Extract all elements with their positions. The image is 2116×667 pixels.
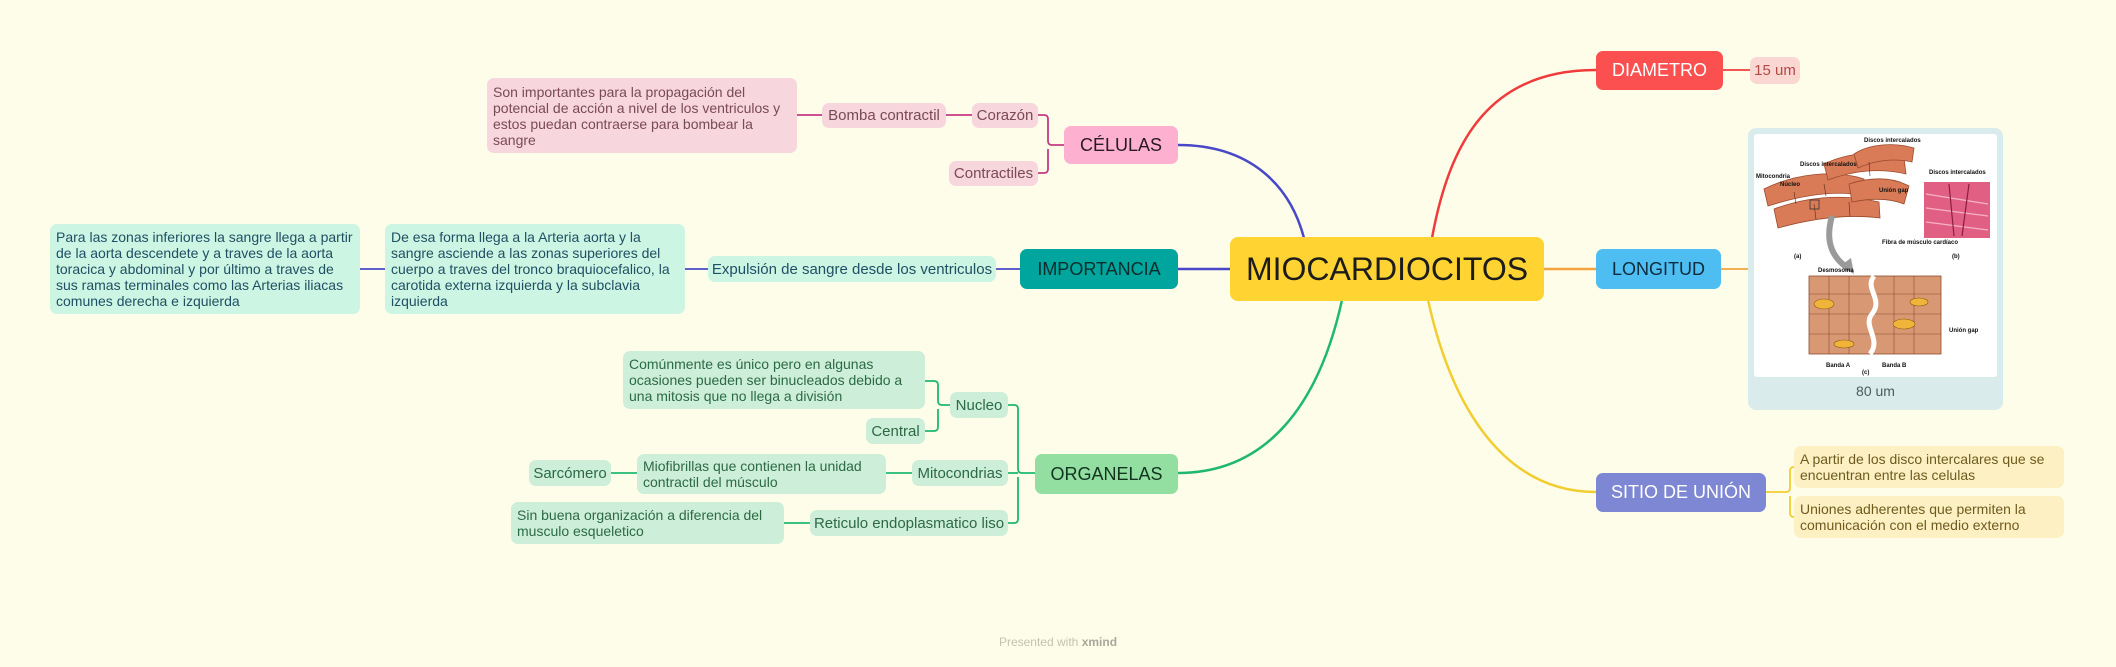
node-reticulo-desc[interactable]: Sin buena organización a diferencia del … [511, 502, 784, 544]
topic-sitio-union[interactable]: SITIO DE UNIÓN [1596, 473, 1766, 512]
cardiac-muscle-icon: Discos intercalados Discos intercalados … [1756, 138, 1990, 376]
topic-importancia[interactable]: IMPORTANCIA [1020, 249, 1178, 289]
node-central[interactable]: Central [866, 418, 925, 444]
label-nucleo: Núcleo [1780, 182, 1800, 188]
node-sitio-item1[interactable]: A partir de los disco intercalares que s… [1794, 446, 2064, 488]
node-mitocondrias[interactable]: Mitocondrias [912, 460, 1008, 486]
label-mitocondria: Mitocondria [1756, 174, 1791, 180]
cardiac-muscle-illustration: Discos intercalados Discos intercalados … [1754, 134, 1997, 377]
node-importancia-desc2[interactable]: Para las zonas inferiores la sangre lleg… [50, 224, 360, 314]
label-discos-mid: Discos intercalados [1800, 162, 1857, 168]
topic-diametro[interactable]: DIAMETRO [1596, 51, 1723, 90]
link-root-diametro [1430, 68, 1598, 240]
node-bomba-desc[interactable]: Son importantes para la propagación del … [487, 78, 797, 153]
footer-credit: Presented with xmind [0, 635, 2116, 649]
label-banda-a: Banda A [1826, 363, 1851, 369]
longitud-image-card[interactable]: Discos intercalados Discos intercalados … [1748, 128, 2003, 410]
topic-celulas[interactable]: CÉLULAS [1064, 126, 1178, 164]
node-contractiles[interactable]: Contractiles [949, 161, 1038, 186]
link-root-celulas [1176, 143, 1306, 240]
node-sarcomero[interactable]: Sarcómero [529, 460, 611, 486]
xmind-logo: xmind [1081, 635, 1118, 649]
label-c: (c) [1862, 370, 1869, 376]
footer-prefix: Presented with [998, 635, 1079, 649]
label-union-gap2: Unión gap [1949, 328, 1979, 334]
label-union-gap: Unión gap [1879, 188, 1909, 194]
root-topic[interactable]: MIOCARDIOCITOS [1230, 237, 1544, 301]
node-importancia-desc1[interactable]: De esa forma llega a la Arteria aorta y … [385, 224, 685, 314]
node-nucleo[interactable]: Nucleo [950, 392, 1008, 418]
label-fibra: Fibra de músculo cardíaco [1882, 240, 1958, 246]
label-b: (b) [1952, 254, 1960, 260]
label-banda-b: Banda B [1882, 363, 1907, 369]
node-expulsion[interactable]: Expulsión de sangre desde los ventriculo… [708, 256, 996, 282]
node-corazon[interactable]: Corazón [972, 103, 1038, 128]
label-a: (a) [1794, 254, 1801, 260]
node-sitio-item2[interactable]: Uniones adherentes que permiten la comun… [1794, 496, 2064, 538]
link-root-organelas [1176, 298, 1344, 475]
link-root-sitio [1426, 298, 1598, 494]
node-miofibrillas[interactable]: Miofibrillas que contienen la unidad con… [637, 454, 886, 494]
label-desmosoma: Desmosoma [1818, 268, 1854, 274]
node-bomba-contractil[interactable]: Bomba contractil [822, 103, 946, 128]
image-caption: 80 um [1856, 383, 1895, 399]
node-nucleo-desc[interactable]: Comúnmente es único pero en algunas ocas… [623, 351, 925, 409]
label-discos-top: Discos intercalados [1864, 138, 1921, 144]
topic-longitud[interactable]: LONGITUD [1596, 249, 1721, 289]
label-discos-right: Discos intercalados [1929, 170, 1986, 176]
node-diametro-value[interactable]: 15 um [1750, 57, 1800, 84]
node-reticulo[interactable]: Reticulo endoplasmatico liso [810, 510, 1008, 536]
topic-organelas[interactable]: ORGANELAS [1035, 454, 1178, 494]
